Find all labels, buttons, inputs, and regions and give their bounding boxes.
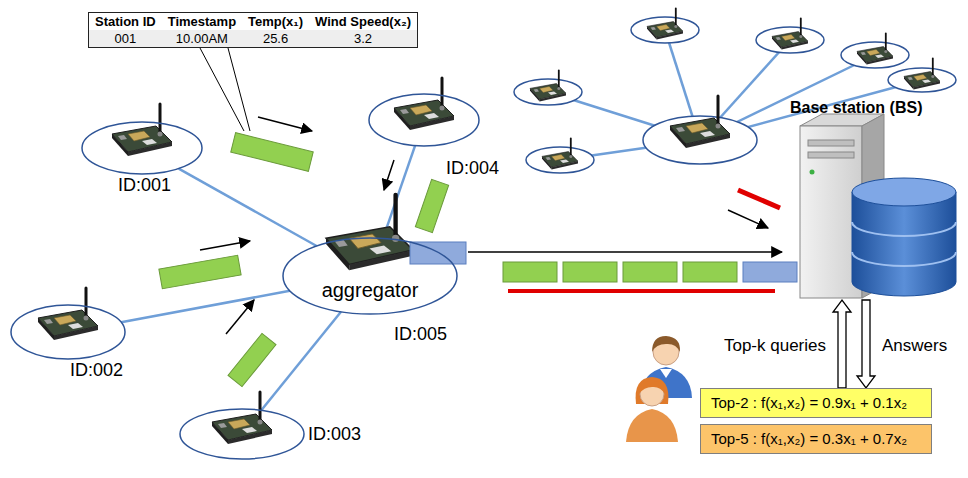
sensor-node: ID:003 <box>178 408 370 464</box>
table-cell: 3.2 <box>309 30 417 48</box>
flow-arrows <box>200 117 394 334</box>
link-line <box>383 146 415 239</box>
hollow-arrow <box>833 300 851 388</box>
server-icon <box>808 152 854 158</box>
user-icons <box>660 369 672 378</box>
node-label: Base station (BS) <box>790 98 922 117</box>
table-header-cell: Station ID <box>89 13 162 31</box>
flow-arrows <box>258 117 312 131</box>
cluster-sensors <box>514 17 956 173</box>
node-label: ID:004 <box>446 158 499 180</box>
table-cell: 10.00AM <box>162 30 242 48</box>
sensor-devices <box>530 70 566 101</box>
sensor-devices <box>38 8 940 444</box>
sensor-devices <box>542 138 578 169</box>
sensor-devices <box>326 195 413 270</box>
cluster-uplink <box>738 190 780 208</box>
flow-arrows <box>200 241 250 250</box>
sensor-devices <box>112 104 172 156</box>
sensor-node: ID:002 <box>8 300 138 384</box>
user-icons <box>639 381 665 394</box>
table-row: 00110.00AM25.63.2 <box>89 30 418 48</box>
data-flow-arrow <box>468 251 782 253</box>
table-header-cell: Timestamp <box>162 13 242 31</box>
hollow-arrow <box>857 300 875 388</box>
user-icons <box>640 382 664 406</box>
cluster-uplink <box>728 190 780 228</box>
database-icon <box>852 192 956 296</box>
data-packets <box>159 255 241 289</box>
link-line <box>179 169 317 246</box>
node-label: Top-5 : f(x₁,x₂) = 0.3x₁ + 0.7x₂ <box>711 430 907 448</box>
node-ellipse <box>82 122 202 174</box>
aggregator-node: aggregatorID:005 <box>282 236 468 350</box>
data-packets <box>159 133 737 387</box>
database-icon <box>852 178 956 296</box>
aggregate-packets <box>743 262 797 282</box>
data-packets <box>228 333 276 386</box>
user-icons <box>626 336 692 442</box>
sensor-node: ID:001 <box>80 120 204 200</box>
sensor-devices <box>647 8 683 39</box>
link-line <box>121 291 290 322</box>
data-packets <box>683 262 737 282</box>
table-cell: 25.6 <box>242 30 309 48</box>
table-cell: 001 <box>89 30 162 48</box>
sensor-devices <box>772 18 808 49</box>
sensor-devices <box>394 78 454 130</box>
table-header-cell: Temp(x₁) <box>242 13 309 31</box>
sensor-devices <box>38 288 98 340</box>
leader-lines <box>200 48 250 131</box>
sensor-node: ID:004 <box>368 92 506 184</box>
server-icon <box>808 140 854 146</box>
node-label: ID:005 <box>394 324 447 346</box>
data-packets <box>623 262 677 282</box>
table-header-cell: Wind Speed(x₂) <box>309 13 417 31</box>
table-row: Station IDTimestampTemp(x₁)Wind Speed(x₂… <box>89 13 418 31</box>
edge-label: Top-k queries <box>722 336 828 356</box>
flow-arrows <box>384 160 394 190</box>
node-label: Top-2 : f(x₁,x₂) = 0.9x₁ + 0.1x₂ <box>711 394 907 412</box>
cluster-uplink <box>728 210 768 228</box>
database-icon <box>852 222 956 236</box>
database-icon <box>852 252 956 266</box>
data-packets <box>503 262 557 282</box>
node-ellipse <box>11 305 125 359</box>
sensor-devices <box>670 96 730 148</box>
data-packets <box>415 179 448 232</box>
user-icons <box>652 336 680 352</box>
database-icon <box>852 178 956 206</box>
user-icons <box>626 409 678 442</box>
node-ellipse <box>283 238 457 314</box>
sensor-devices <box>857 33 893 64</box>
edge-label: Answers <box>880 336 949 356</box>
sensor-devices <box>212 392 272 444</box>
node-label: ID:001 <box>118 175 171 197</box>
data-packets <box>231 133 313 172</box>
record-table: Station IDTimestampTemp(x₁)Wind Speed(x₂… <box>88 12 418 48</box>
node-label: aggregator <box>283 278 457 302</box>
aggregate-packets <box>410 242 797 282</box>
query-box: Top-2 : f(x₁,x₂) = 0.9x₁ + 0.1x₂ <box>700 388 932 418</box>
flow-arrows <box>226 300 254 334</box>
node-ellipse <box>180 409 304 459</box>
sensor-devices <box>904 58 940 89</box>
leader-lines <box>228 48 250 131</box>
link-line <box>261 312 341 410</box>
server-icon <box>810 170 815 175</box>
node-label: ID:002 <box>70 360 123 382</box>
node-ellipse <box>369 94 479 146</box>
query-box: Top-5 : f(x₁,x₂) = 0.3x₁ + 0.7x₂ <box>700 424 932 454</box>
aggregate-bar <box>508 289 775 293</box>
node-label: ID:003 <box>308 424 361 446</box>
leader-lines <box>200 48 244 131</box>
data-packets <box>563 262 617 282</box>
base-station: Base station (BS) <box>782 96 964 300</box>
